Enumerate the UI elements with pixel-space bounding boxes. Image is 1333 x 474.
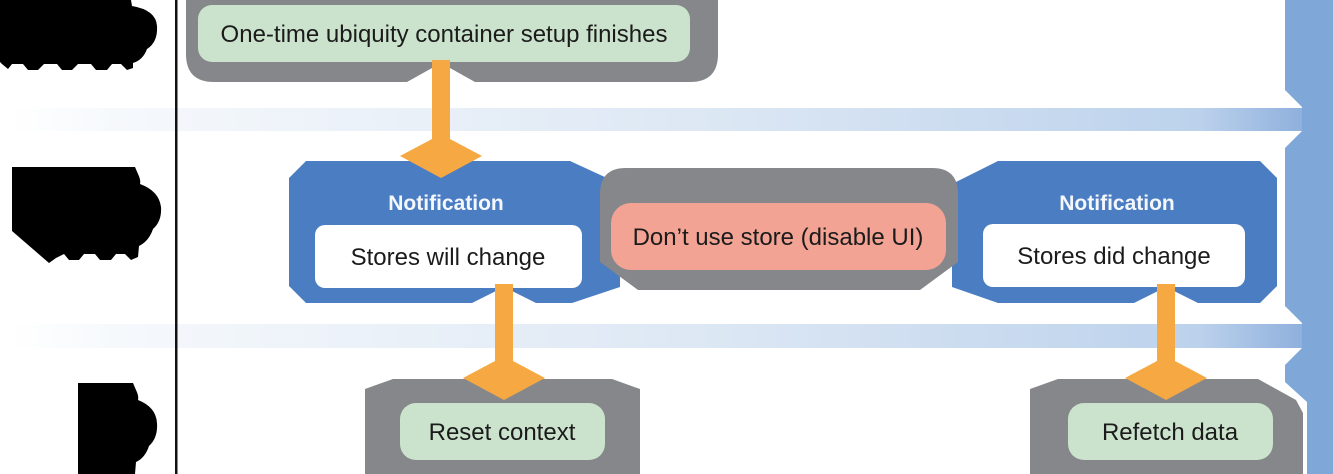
top-callout-box [198,5,690,62]
arrow-notification-to-refetch [1125,284,1207,400]
arrow-notification-to-reset [463,284,545,400]
arrow-head-icon [463,361,545,400]
lane-divider-line [175,0,178,474]
stores-did-change-label: Stores did change [1017,243,1210,270]
refetch-data-label: Refetch data [1102,419,1239,446]
refetch-data-box [1068,403,1273,460]
dont-use-store-label: Don’t use store (disable UI) [633,224,924,251]
redacted-label-middle [12,167,162,263]
reset-context-box [400,403,605,460]
redacted-label-bottom [78,383,158,474]
stores-will-change-box [315,225,582,288]
notification-left-title: Notification [388,192,504,215]
redacted-label-top [0,0,158,70]
arrow-head-icon [400,139,482,178]
top-callout-label: One-time ubiquity container setup finish… [221,21,668,48]
stores-did-change-box [983,224,1245,287]
arrow-head-icon [1125,361,1207,400]
stores-will-change-label: Stores will change [351,244,546,271]
notification-right-title: Notification [1059,192,1175,215]
timeline-vertical-bar [1285,0,1333,474]
swimlane-band-bottom [10,324,1302,348]
dont-use-store-box [611,203,946,270]
reset-context-label: Reset context [429,419,576,446]
swimlane-band-top [10,108,1302,131]
arrow-shaft [1157,284,1175,363]
arrow-shaft [495,284,513,363]
arrow-setup-to-notification [400,60,482,178]
arrow-shaft [432,60,450,140]
